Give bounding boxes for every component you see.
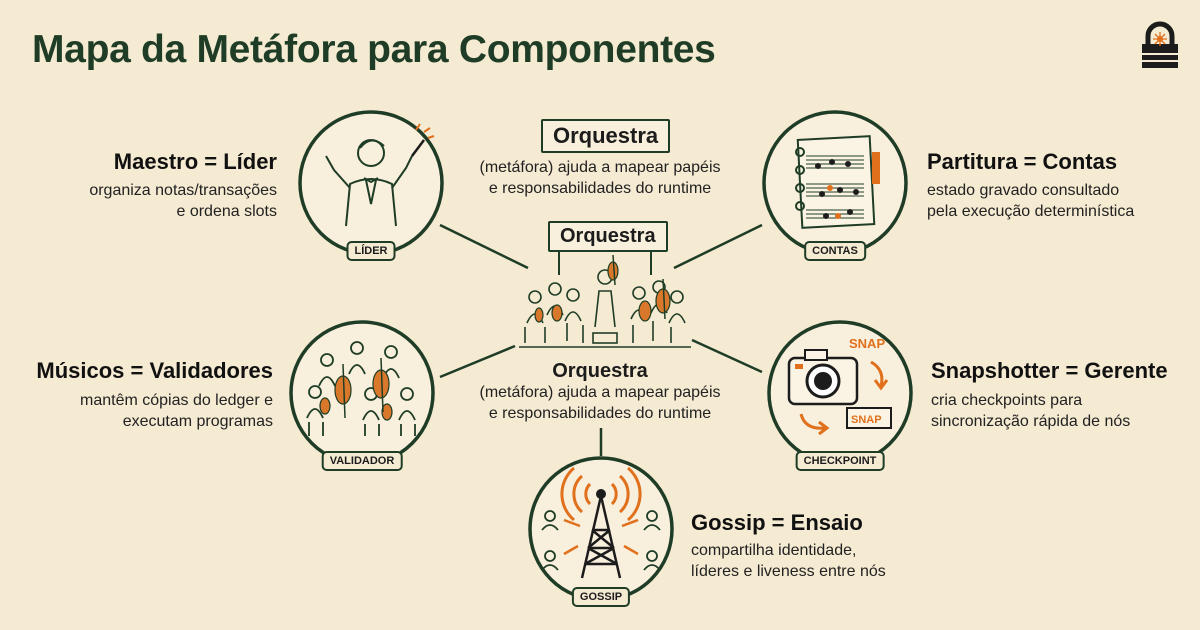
orquestra-top-description: (metáfora) ajuda a mapear papéis e respo… bbox=[479, 159, 721, 197]
node-validador: VALIDADOR bbox=[287, 318, 437, 471]
node-checkpoint: SNAP SNAP CHECKPOINT bbox=[765, 318, 915, 471]
gossip-title: Gossip = Ensaio bbox=[691, 510, 863, 535]
orquestra-bottom-description: (metáfora) ajuda a mapear papéis e respo… bbox=[479, 384, 721, 422]
gossip-description: compartilha identidade, líderes e livene… bbox=[691, 542, 886, 580]
lider-description: organiza notas/transações e ordena slots bbox=[89, 182, 277, 220]
orchestra-illustration bbox=[519, 247, 691, 348]
orquestra-title-box: Orquestra bbox=[541, 119, 671, 153]
node-lider: LÍDER bbox=[296, 108, 446, 261]
orquestra-banner: Orquestra bbox=[548, 221, 668, 252]
node-gossip: GOSSIP bbox=[526, 454, 676, 607]
lider-title: Maestro = Líder bbox=[113, 149, 277, 174]
contas-title: Partitura = Contas bbox=[927, 149, 1118, 174]
page-title: Mapa da Metáfora para Componentes bbox=[32, 28, 716, 71]
tag-validador: VALIDADOR bbox=[321, 451, 403, 471]
musicians-icon bbox=[289, 320, 435, 466]
tag-contas: CONTAS bbox=[804, 241, 866, 261]
contas-description: estado gravado consultado pela execução … bbox=[927, 182, 1135, 220]
validador-title: Músicos = Validadores bbox=[36, 358, 273, 383]
tag-lider: LÍDER bbox=[346, 241, 396, 261]
tag-checkpoint: CHECKPOINT bbox=[795, 451, 885, 471]
camera-icon: SNAP SNAP bbox=[767, 320, 913, 466]
checkpoint-description: cria checkpoints para sincronização rápi… bbox=[931, 392, 1131, 430]
radio-tower-icon bbox=[528, 456, 674, 602]
validador-description: mantêm cópias do ledger e executam progr… bbox=[80, 392, 273, 430]
tag-gossip: GOSSIP bbox=[571, 587, 631, 607]
conductor-icon bbox=[298, 110, 444, 256]
orquestra-label: Orquestra bbox=[552, 360, 648, 382]
snap-top-label: SNAP bbox=[849, 336, 885, 351]
score-notebook-icon bbox=[762, 110, 908, 256]
snap-bottom-label: SNAP bbox=[851, 414, 882, 426]
node-contas: CONTAS bbox=[760, 108, 910, 261]
checkpoint-title: Snapshotter = Gerente bbox=[931, 358, 1168, 383]
lock-logo-icon bbox=[1142, 21, 1178, 68]
